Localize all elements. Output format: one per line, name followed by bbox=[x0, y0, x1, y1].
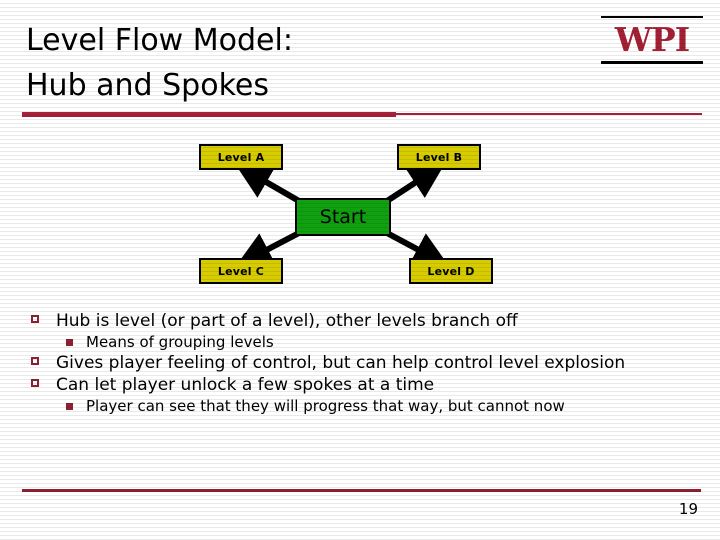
node-level-c[interactable]: Level C bbox=[199, 258, 283, 284]
bullet-item-1-sub-1: Means of grouping levels bbox=[28, 332, 700, 352]
bullet-item-2-text: Gives player feeling of control, but can… bbox=[56, 353, 626, 373]
bullet-item-3-text: Can let player unlock a few spokes at a … bbox=[56, 375, 435, 395]
node-level-b[interactable]: Level B bbox=[397, 144, 481, 170]
page-title: Level Flow Model: Hub and Spokes bbox=[26, 18, 586, 108]
title-line-1: Level Flow Model: bbox=[26, 23, 293, 58]
bullet-item-3-sub-1: Player can see that they will progress t… bbox=[28, 396, 700, 416]
bullet-square-hollow-icon bbox=[31, 315, 39, 323]
title-line-2: Hub and Spokes bbox=[26, 68, 269, 103]
node-start-hub[interactable]: Start bbox=[295, 198, 391, 236]
arrow-start-to-level-a bbox=[235, 164, 301, 204]
node-level-d-label: Level D bbox=[427, 264, 475, 278]
arrow-start-to-level-c bbox=[235, 230, 301, 267]
logo-rule-bottom bbox=[601, 61, 703, 64]
node-level-a-label: Level A bbox=[217, 150, 265, 164]
bullet-square-filled-icon bbox=[66, 339, 73, 346]
node-level-a[interactable]: Level A bbox=[199, 144, 283, 170]
title-rule-thin bbox=[396, 113, 702, 115]
bullet-square-hollow-icon bbox=[31, 379, 39, 387]
bullet-item-3: Can let player unlock a few spokes at a … bbox=[28, 374, 700, 396]
arrow-start-to-level-d bbox=[385, 230, 450, 267]
bullet-item-1: Hub is level (or part of a level), other… bbox=[28, 310, 700, 332]
bullet-list: Hub is level (or part of a level), other… bbox=[28, 310, 700, 416]
bullet-item-2: Gives player feeling of control, but can… bbox=[28, 352, 700, 374]
footer-rule bbox=[22, 489, 701, 492]
node-level-c-label: Level C bbox=[217, 264, 265, 278]
arrow-start-to-level-b bbox=[385, 163, 446, 204]
page-number: 19 bbox=[678, 500, 698, 518]
logo-wordmark: WPI bbox=[614, 20, 690, 59]
bullet-item-3-sub-1-text: Player can see that they will progress t… bbox=[86, 397, 565, 415]
node-start-label: Start bbox=[319, 206, 367, 228]
bullet-square-filled-icon bbox=[66, 403, 73, 410]
node-level-b-label: Level B bbox=[415, 150, 463, 164]
node-level-d[interactable]: Level D bbox=[409, 258, 493, 284]
bullet-item-1-text: Hub is level (or part of a level), other… bbox=[56, 311, 518, 331]
bullet-square-hollow-icon bbox=[31, 357, 39, 365]
wpi-logo: WPI bbox=[601, 14, 703, 66]
bullet-item-1-sub-1-text: Means of grouping levels bbox=[86, 333, 274, 351]
title-rule-thick bbox=[22, 112, 396, 117]
logo-rule-top bbox=[601, 16, 703, 18]
